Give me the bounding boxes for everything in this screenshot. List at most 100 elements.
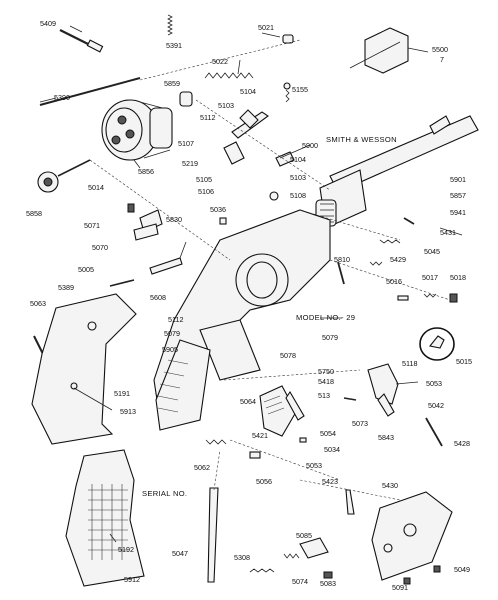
title-labels: SMITH & WESSON MODEL NO.- 29 SERIAL NO. <box>142 135 397 498</box>
hand-5053 <box>367 363 399 417</box>
label-5049: 5049 <box>454 565 470 574</box>
label-5912: 5912 <box>124 575 140 584</box>
label-5389: 5389 <box>58 283 74 292</box>
label-5017: 5017 <box>422 273 438 282</box>
spring-5022 <box>204 72 254 79</box>
label-5015: 5015 <box>456 357 472 366</box>
label-5056: 5056 <box>256 477 272 486</box>
label-5905: 5905 <box>162 345 178 354</box>
label-5103b: 5103 <box>290 173 306 182</box>
center-pin-5390 <box>39 77 141 106</box>
serial-label: SERIAL NO. <box>142 489 187 498</box>
label-5941: 5941 <box>450 208 466 217</box>
label-5750: 5750 <box>318 367 334 376</box>
screw-5018 <box>449 293 458 303</box>
label-5431: 5431 <box>440 228 456 237</box>
label-5071: 5071 <box>84 221 100 230</box>
rebound-slide-5047 <box>207 487 219 583</box>
highlighted-part-5015 <box>419 327 455 361</box>
label-5308: 5308 <box>234 553 250 562</box>
label-5022: 5022 <box>212 57 228 66</box>
label-5859: 5859 <box>164 79 180 88</box>
collar-5859 <box>179 91 193 107</box>
label-5430: 5430 <box>382 481 398 490</box>
part-labels: 5409 5391 5021 5500 7 5390 5022 5859 510… <box>26 19 472 592</box>
label-5112: 5112 <box>200 113 215 122</box>
label-5104a: 5104 <box>240 87 256 96</box>
label-5108: 5108 <box>290 191 306 200</box>
label-5900: 5900 <box>302 141 318 150</box>
label-5005: 5005 <box>78 265 94 274</box>
trigger-5107 <box>223 141 245 165</box>
label-5421: 5421 <box>252 431 268 440</box>
label-5418: 5418 <box>318 377 334 386</box>
frame-grip-5905 <box>155 339 211 431</box>
label-5053b: 5053 <box>306 461 322 470</box>
spring-5155 <box>283 82 291 103</box>
label-5053a: 5053 <box>426 379 442 388</box>
label-5409: 5409 <box>40 19 56 28</box>
label-5045: 5045 <box>424 247 440 256</box>
spring-5429 <box>369 261 383 266</box>
label-5014: 5014 <box>88 183 104 192</box>
screw-5091 <box>403 577 411 585</box>
label-5390: 5390 <box>54 93 70 102</box>
label-5018: 5018 <box>450 273 466 282</box>
label-5857: 5857 <box>450 191 466 200</box>
label-5103: 5103 <box>218 101 234 110</box>
spring-5017 <box>423 293 437 298</box>
label-5858: 5858 <box>26 209 42 218</box>
sideplate-5430 <box>371 491 453 581</box>
label-5073: 5073 <box>352 419 368 428</box>
brand-label: SMITH & WESSON <box>326 135 397 144</box>
cylinder-5856 <box>101 99 173 161</box>
screw-5049 <box>433 565 441 573</box>
label-5036: 5036 <box>210 205 226 214</box>
pin-5034 <box>299 437 307 443</box>
part-5900 <box>275 151 295 167</box>
label-5064: 5064 <box>240 397 256 406</box>
screw-5036 <box>219 217 227 225</box>
label-5901: 5901 <box>450 175 466 184</box>
block-5085 <box>299 537 329 559</box>
label-5608: 5608 <box>150 293 166 302</box>
label-5500: 5500 <box>432 45 448 54</box>
pin-5389 <box>109 279 135 287</box>
label-5391: 5391 <box>166 41 182 50</box>
label-5105: 5105 <box>196 175 212 184</box>
label-5063: 5063 <box>30 299 46 308</box>
pin-5810 <box>337 261 345 285</box>
pin-5431 <box>403 217 415 225</box>
ratchet-5858 <box>37 159 91 193</box>
label-5079b: 5079 <box>322 333 338 342</box>
pin-5016 <box>397 295 409 301</box>
label-5192: 5192 <box>118 545 134 554</box>
label-5856: 5856 <box>138 167 154 176</box>
label-5423: 5423 <box>322 477 338 486</box>
label-5191: 5191 <box>114 389 130 398</box>
label-5155: 5155 <box>292 85 308 94</box>
label-5810: 5810 <box>334 255 350 264</box>
spring-5308 <box>249 568 275 573</box>
label-5830: 5830 <box>166 215 182 224</box>
pin-5073 <box>343 397 357 401</box>
spring-5428 <box>425 417 443 447</box>
spring-5391 <box>167 14 173 36</box>
label-5091: 5091 <box>392 583 408 592</box>
label-5054: 5054 <box>320 429 336 438</box>
label-5219: 5219 <box>182 159 198 168</box>
label-5042: 5042 <box>428 401 444 410</box>
label-5070: 5070 <box>92 243 108 252</box>
label-5062: 5062 <box>194 463 210 472</box>
label-5034: 5034 <box>324 445 340 454</box>
label-513: 513 <box>318 391 330 400</box>
leader-lines <box>39 25 463 543</box>
pin-5083 <box>323 571 333 579</box>
label-5078: 5078 <box>280 351 296 360</box>
roller-5056 <box>249 451 261 459</box>
label-5500-sub: 7 <box>440 55 444 64</box>
extractor-5500 <box>349 27 409 74</box>
label-5021: 5021 <box>258 23 274 32</box>
spring-5045 <box>379 239 401 244</box>
